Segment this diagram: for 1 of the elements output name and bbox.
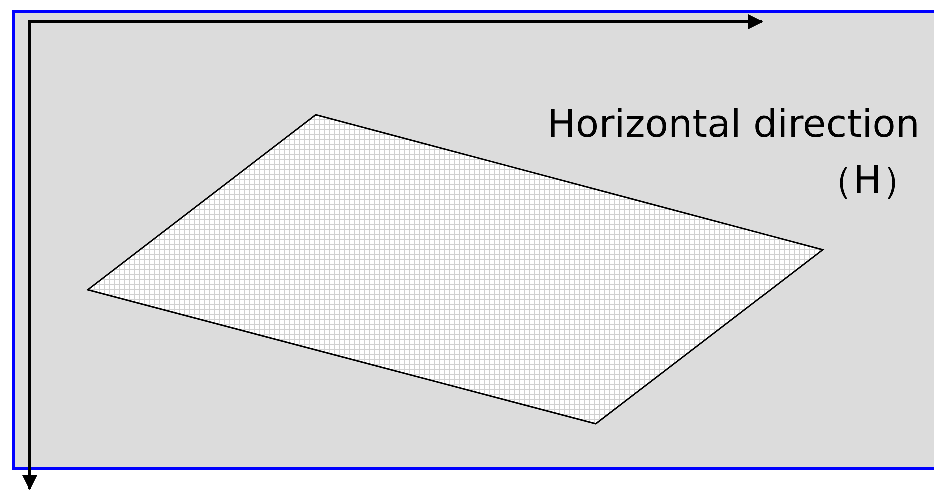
axis-label: Horizontal direction（H） [546, 101, 920, 204]
